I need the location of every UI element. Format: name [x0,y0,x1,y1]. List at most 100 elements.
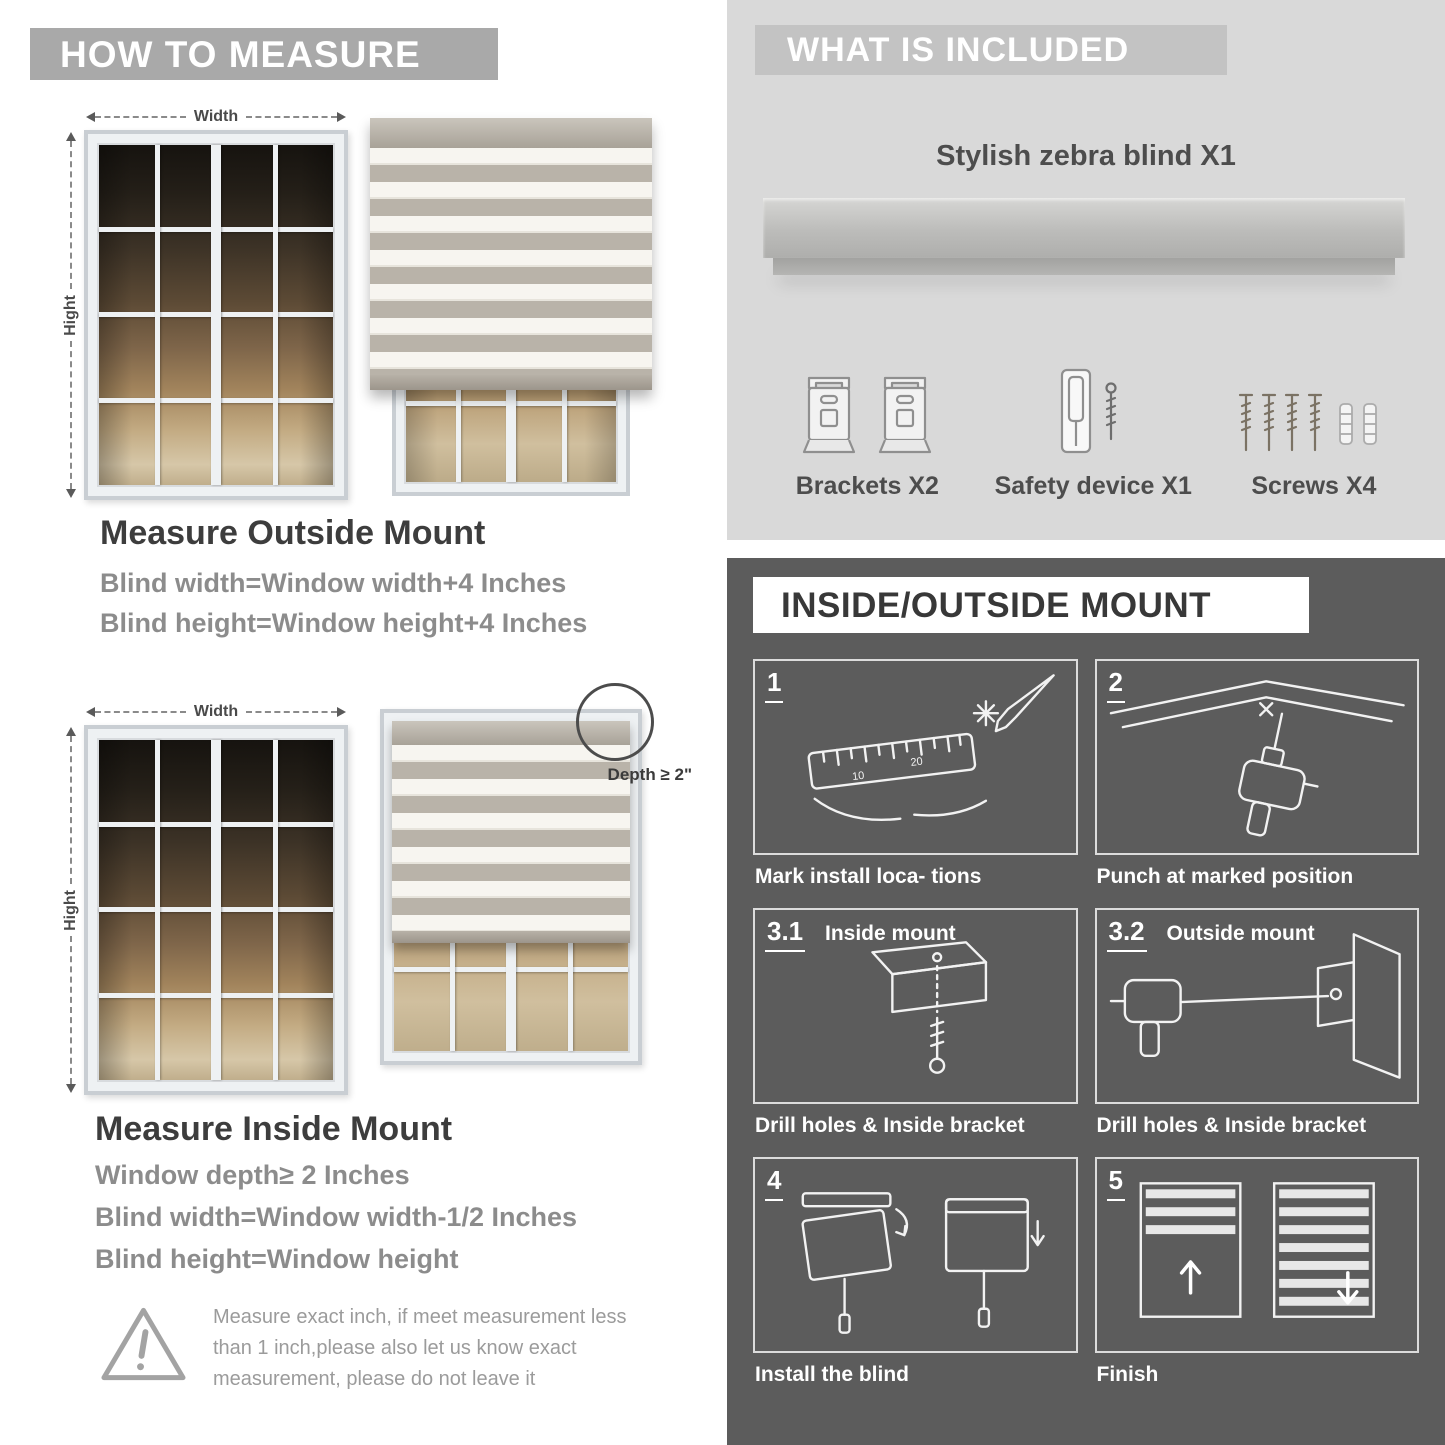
window-diagram-outside: Width Hight [58,104,348,500]
step-number: 2 [1106,667,1125,703]
depth-callout-circle [576,683,654,761]
dashed-line [70,736,72,884]
what-is-included-header: WHAT IS INCLUDED [755,25,1227,75]
arrowhead-up-icon [66,132,76,141]
included-item-brackets: Brackets X2 [757,338,978,501]
bracket-icons [797,338,937,458]
window-mullion [211,145,221,485]
window-glass [97,738,335,1082]
install-blind-illustration [801,1192,1045,1334]
zebra-blind-outside-graphic [370,118,652,496]
window-mullion [211,740,221,1080]
how-to-measure-section: HOW TO MEASURE Width Hight [0,0,700,1445]
inside-bracket-illustration [871,941,988,1074]
dashed-line [70,341,72,489]
arrowhead-down-icon [66,1084,76,1093]
window-graphic [84,130,348,500]
step-caption: Mark install loca- tions [755,865,982,888]
outside-bracket-illustration [1109,933,1401,1079]
inside-mount-title: Measure Inside Mount [95,1110,453,1148]
window-inner [392,721,630,1053]
mount-step-3-2: 3.2 Outside mount [1094,908,1419,1157]
window-muntin [154,740,160,1080]
arrowhead-down-icon [66,489,76,498]
depth-callout-label: Depth ≥ 2" [607,765,692,784]
outside-mount-title: Measure Outside Mount [100,514,486,552]
bracket-icon [803,376,856,454]
step-caption: Install the blind [755,1363,910,1386]
included-item-safety-device: Safety device X1 [978,338,1209,501]
step-box: 3.2 Outside mount [1094,908,1419,1104]
outside-mount-rule: Blind height=Window height+4 Inches [100,608,588,638]
right-column: WHAT IS INCLUDED Stylish zebra blind X1 [727,0,1445,1445]
arrowhead-left-icon [86,112,95,122]
zebra-blind-inside-graphic: Depth ≥ 2" [380,683,692,1065]
headrail-lip [773,258,1395,275]
step-number: 5 [1106,1165,1125,1201]
what-is-included-section: WHAT IS INCLUDED Stylish zebra blind X1 [727,0,1445,540]
height-measure-arrow: Hight [58,130,84,500]
mark-location-illustration: 10 20 [807,674,1055,822]
zebra-blind-headrail-graphic [763,198,1405,275]
safety-device-icons [1054,338,1132,458]
product-name: Stylish zebra blind X1 [936,140,1236,172]
dashed-line [246,711,337,713]
arrowhead-up-icon [66,727,76,736]
blind-zebra-stripes [392,745,630,932]
step-caption: Drill holes & Inside bracket [755,1114,1025,1137]
inside-outside-mount-section: INSIDE/OUTSIDE MOUNT 1 [727,558,1445,1445]
step-box: 2 [1094,659,1419,855]
width-measure-arrow: Width [84,699,348,725]
dashed-line [70,936,72,1084]
step-box: 1 [753,659,1078,855]
screws-and-anchors-icon [1238,393,1377,452]
inside-mount-rule: Blind height=Window height [95,1244,459,1274]
how-to-measure-header: HOW TO MEASURE [30,28,498,80]
safety-device-label: Safety device X1 [994,472,1192,500]
zebra-blind [392,721,630,944]
step-number: 4 [765,1165,784,1201]
bracket-icon [879,376,932,454]
window-muntin [272,145,278,485]
step-box: 4 [753,1157,1078,1353]
brackets-label: Brackets X2 [795,472,939,500]
outside-mount-illustration: Width Hight [58,98,658,502]
step-number: 3.2 [1106,916,1147,952]
mount-step-5: 5 [1094,1157,1419,1406]
zebra-blind [370,118,652,390]
inside-mount-rule: Window depth≥ 2 Inches [95,1160,410,1190]
step-caption: Drill holes & Inside bracket [1096,1114,1367,1137]
height-measure-arrow: Hight [58,725,84,1095]
mount-step-4: 4 [753,1157,1078,1406]
mount-steps-grid: 1 [753,659,1419,1406]
window-graphic [84,725,348,1095]
step-title: Inside mount [825,922,956,945]
width-label: Width [193,703,239,720]
measurement-warning: Measure exact inch, if meet measurement … [98,1302,643,1395]
window-frame [380,709,642,1065]
window-glass [97,143,335,487]
screw-icons [1236,338,1392,458]
width-label: Width [193,108,239,125]
outside-mount-rule: Blind width=Window width+4 Inches [100,568,567,598]
warning-text: Measure exact inch, if meet measurement … [212,1306,627,1390]
step-box: 3.1 Inside mount [753,908,1078,1104]
svg-text:20: 20 [910,756,924,769]
mount-step-3-1: 3.1 Inside mount [753,908,1078,1157]
window-muntin [272,740,278,1080]
mount-step-1: 1 [753,659,1078,908]
width-measure-arrow: Width [84,104,348,130]
window-muntin [154,145,160,485]
dashed-line [70,141,72,289]
arrowhead-left-icon [86,707,95,717]
step-caption: Punch at marked position [1096,865,1354,888]
step-box: 5 [1094,1157,1419,1353]
svg-text:10: 10 [851,770,865,783]
step-title: Outside mount [1166,922,1315,945]
mount-section-header: INSIDE/OUTSIDE MOUNT [753,577,1309,633]
finished-blinds-illustration [1139,1182,1375,1318]
step-number: 1 [765,667,784,703]
inside-mount-illustration: Width Hight [58,683,692,1100]
step-caption: Finish [1096,1363,1159,1386]
